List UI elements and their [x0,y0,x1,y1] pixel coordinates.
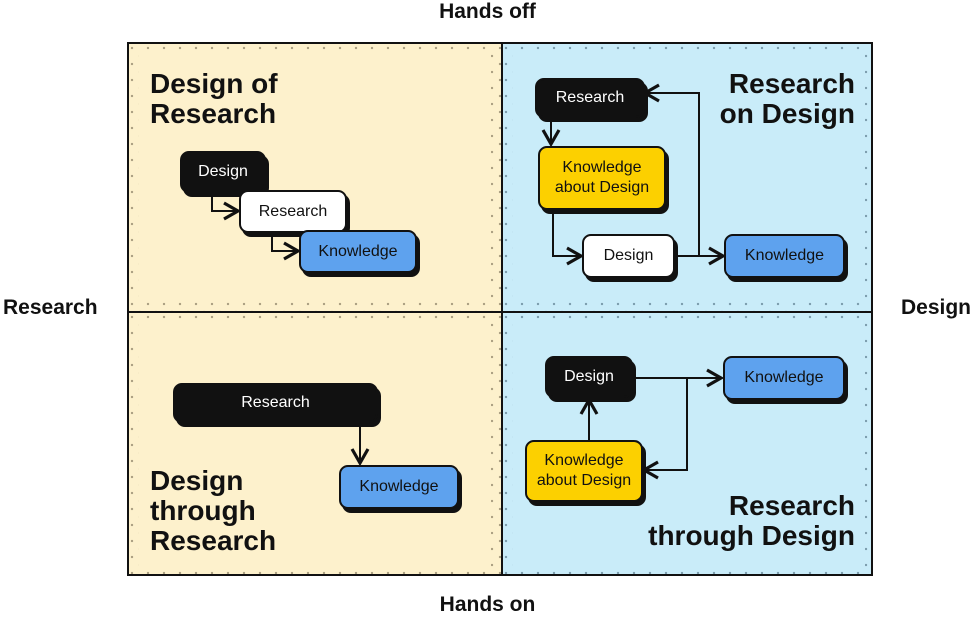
quadrant-research-on-design: Research on Design Research Knowledge ab… [503,44,871,311]
quadrant-design-through-research: Research Knowledge Design through Resear… [129,313,501,574]
quadrant-research-through-design: Design Knowledge Knowledge about Design … [503,313,871,574]
flow-arrows [211,194,302,261]
node-design: Design [180,151,266,193]
node-research: Research [239,190,347,233]
node-design: Design [545,356,633,398]
node-research: Research [535,78,645,118]
node-knowledge: Knowledge [299,230,417,273]
axis-label-hands-off: Hands off [439,0,536,23]
quadrant-design-of-research: Design of Research Design Research Knowl… [129,44,501,311]
flow-arrows [579,368,725,480]
node-knowledge: Knowledge [339,465,459,509]
quadrant-title: Design of Research [150,68,278,129]
quadrant-title: Research on Design [719,68,855,129]
node-knowledge: Knowledge [723,356,845,400]
quadrant-title: Research through Design [648,490,855,551]
node-knowledge-about-design: Knowledge about Design [525,440,643,502]
quadrant-title: Design through Research [150,465,277,556]
axis-label-hands-on: Hands on [439,593,536,616]
horizontal-divider [129,311,871,313]
node-knowledge: Knowledge [724,234,845,278]
quadrant-matrix: Design of Research Design Research Knowl… [127,42,873,576]
node-research: Research [173,383,378,423]
axis-label-research: Research [3,296,98,319]
flow-arrows [350,423,370,467]
node-knowledge-about-design: Knowledge about Design [538,146,666,210]
flow-arrows [541,83,727,266]
vertical-divider [501,44,503,574]
node-design: Design [582,234,675,278]
axis-label-design: Design [900,296,971,319]
